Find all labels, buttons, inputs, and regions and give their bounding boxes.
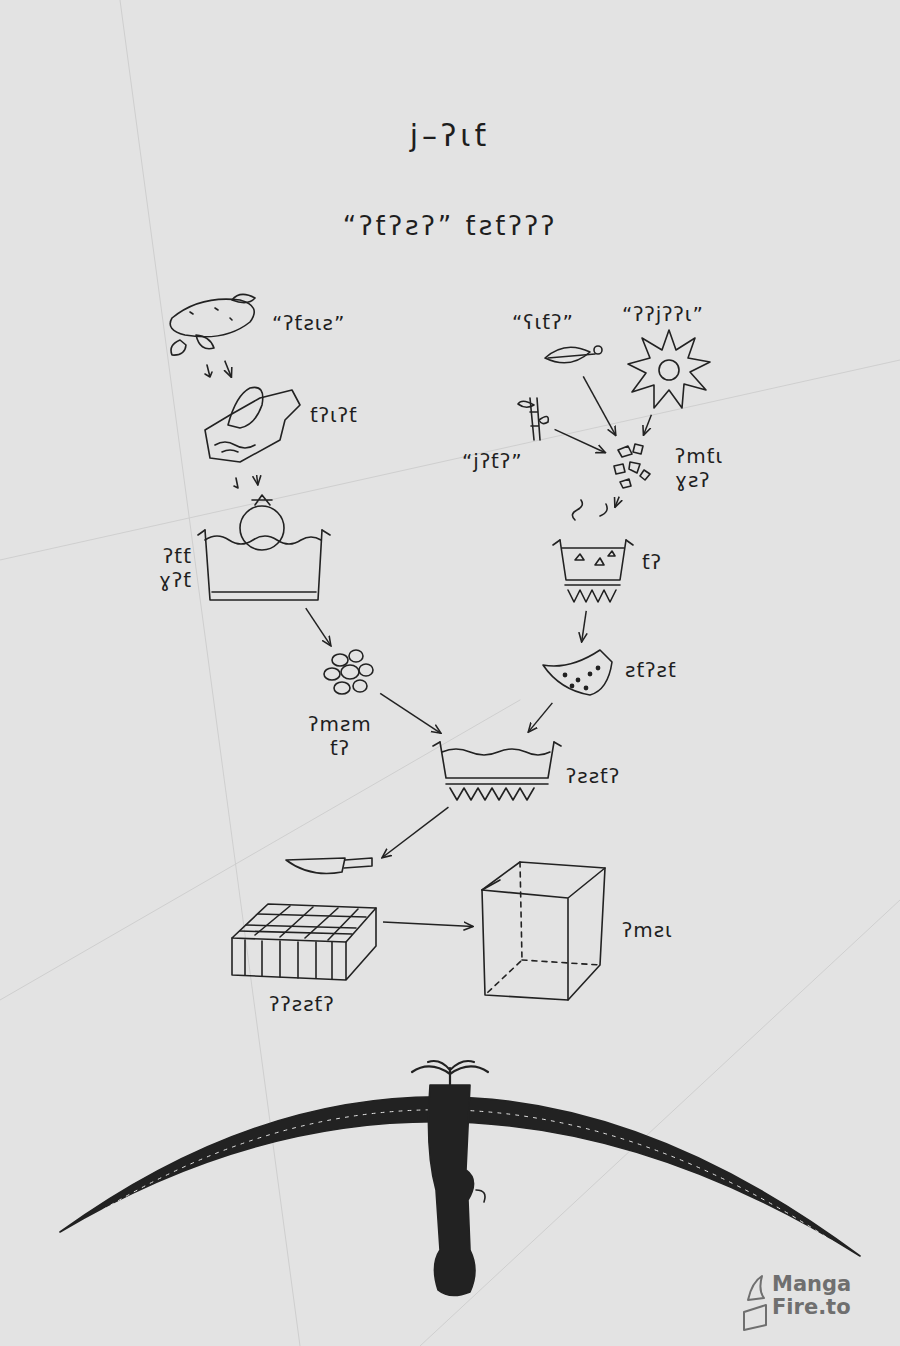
flow-arrow: [583, 376, 616, 435]
stick-drawing: [518, 398, 548, 440]
step-label: “ʔƭƨɩƨ”: [272, 311, 345, 335]
recipe-step: ʔƭƭ ɣʔƭ: [159, 490, 332, 604]
subtitle: “ʔƭʔƨʔ” ƭƨƭʔʔʔ: [343, 211, 557, 241]
watermark: Manga Fire.to: [772, 1273, 851, 1319]
step-label: ƭʔɩʔƭ: [310, 403, 358, 427]
recipe-step: ʔmƨɩ: [478, 858, 673, 1002]
boiling-pot-drawing: [198, 478, 330, 600]
flow-arrow: [380, 693, 441, 733]
cube-drawing: [482, 862, 605, 1000]
step-label: “ʕɩƭʔ”: [512, 310, 574, 334]
watermark-logo: [744, 1276, 766, 1330]
flow-arrow: [555, 429, 606, 452]
flow-arrow: [582, 611, 587, 642]
recipe-step: ƭʔɩʔƭ: [198, 382, 358, 470]
flow-arrow: [257, 475, 258, 485]
step-label: ʔmƨm ƭʔ: [308, 712, 372, 760]
recipe-step: “ʔƭƨɩƨ”: [160, 292, 345, 356]
flow-arrow: [306, 608, 331, 646]
potato-drawing: [170, 294, 255, 355]
step-label: ƨƭʔƨƭ: [625, 658, 677, 682]
step-label: ʔmƭɩ ɣƨʔ: [675, 444, 723, 492]
spiky-fruit-drawing: [628, 330, 710, 408]
flow-arrow: [383, 922, 473, 927]
world-arc-drawing: [60, 1061, 860, 1296]
step-label: “jʔƭʔ”: [462, 449, 523, 473]
recipe-step: “jʔƭʔ”: [462, 395, 550, 473]
step-label: ʔʔƨƨƭʔ: [269, 992, 334, 1016]
chopped-pieces-drawing: [614, 444, 650, 488]
recipe-step: “ʕɩƭʔ”: [512, 310, 604, 372]
step-label: ʔmƨɩ: [622, 918, 673, 942]
knife-and-tray-drawing: [232, 858, 376, 980]
flow-arrow: [643, 415, 651, 436]
cooking-pot-drawing: [553, 500, 633, 602]
recipe-step: ʔmƭɩ ɣƨʔ: [610, 440, 723, 492]
step-label: ƭʔ: [642, 550, 662, 574]
mixing-pot-drawing: [433, 742, 561, 800]
step-label: “ʔʔjʔʔɩ”: [622, 302, 704, 326]
mashed-potato-drawing: [324, 650, 373, 694]
step-label: ʔƨƨƭʔ: [566, 764, 620, 788]
peeled-potato-drawing: [205, 365, 300, 462]
page-title: j–ʔɩƭ: [410, 118, 491, 153]
recipe-step: “ʔʔjʔʔɩ”: [622, 302, 712, 410]
recipe-step: ʔʔƨƨƭʔ: [228, 854, 378, 1016]
flow-arrow: [528, 703, 552, 732]
leaf-drawing: [545, 346, 602, 363]
recipe-step: ƭʔ: [552, 512, 662, 606]
flow-arrow: [615, 497, 619, 508]
step-label: ʔƭƭ ɣʔƭ: [159, 544, 192, 592]
recipe-step: ʔƨƨƭʔ: [432, 736, 620, 804]
recipe-step: ƨƭʔƨƭ: [540, 647, 677, 699]
recipe-step: ʔmƨm ƭʔ: [308, 650, 376, 760]
flow-arrow: [225, 361, 232, 378]
flow-arrow: [382, 807, 448, 858]
bowl-drawing: [543, 650, 612, 695]
